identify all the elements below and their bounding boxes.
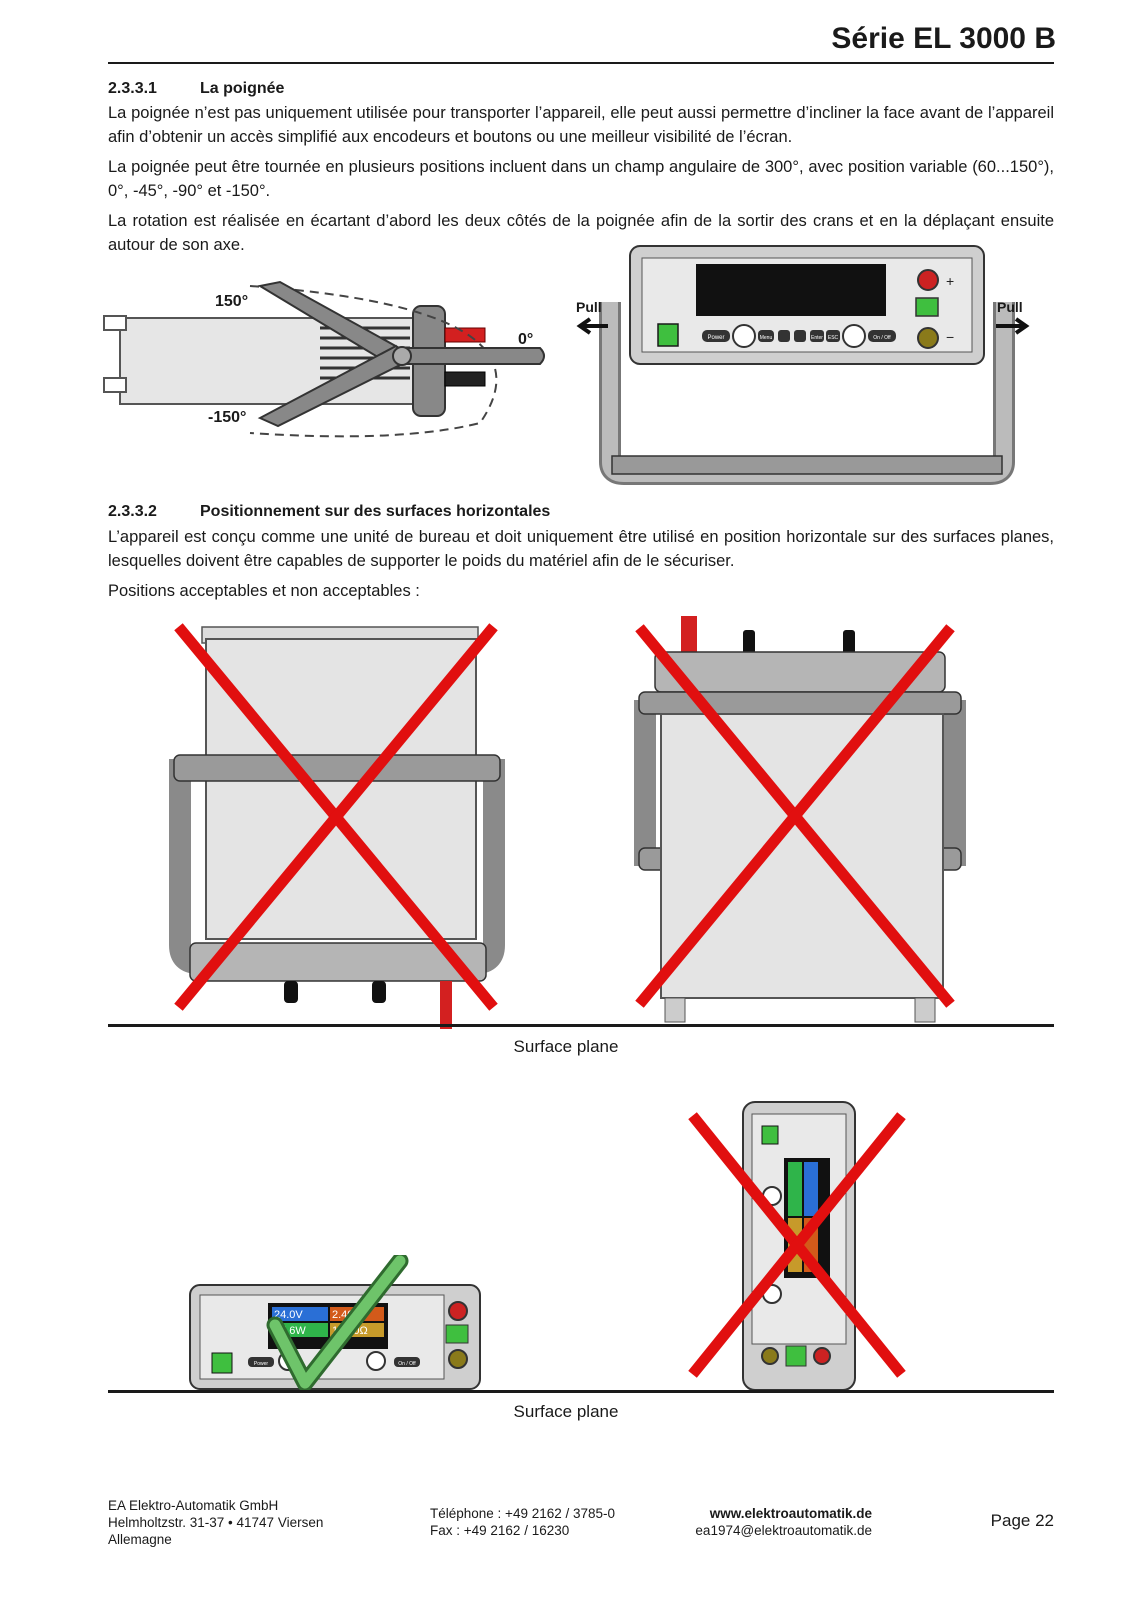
- svg-text:Enter: Enter: [811, 335, 823, 341]
- minus-terminal: [917, 327, 939, 349]
- svg-text:ESC: ESC: [828, 335, 839, 341]
- encoder-left: [732, 324, 756, 348]
- paragraph: Positions acceptables et non acceptables…: [108, 582, 420, 600]
- section-heading-handle: 2.3.3.1 La poignée: [108, 80, 284, 98]
- angle-label-minus-150: -150°: [208, 409, 246, 426]
- checkmark-icon: [269, 1255, 406, 1389]
- red-terminal: [444, 327, 486, 343]
- footer-company: EA Elektro-Automatik GmbH Helmholtzstr. …: [108, 1497, 323, 1548]
- svg-text:Menu: Menu: [760, 335, 773, 341]
- svg-text:+: +: [946, 273, 954, 289]
- svg-text:On / Off: On / Off: [398, 1361, 416, 1367]
- company-name: EA Elektro-Automatik GmbH: [108, 1498, 279, 1513]
- display-voltage: 24.0V: [274, 1309, 303, 1321]
- plus-terminal: [917, 269, 939, 291]
- power-switch: [657, 323, 679, 347]
- fax: Fax : +49 2162 / 16230: [430, 1523, 570, 1538]
- encoder-right: [842, 324, 866, 348]
- website-link[interactable]: www.elektroautomatik.de: [709, 1506, 872, 1521]
- arrow-left-icon: [576, 317, 608, 335]
- svg-text:−: −: [946, 329, 954, 345]
- cross-line: [174, 623, 498, 1011]
- email-link[interactable]: ea1974@elektroautomatik.de: [695, 1523, 872, 1538]
- svg-text:On / Off: On / Off: [873, 335, 891, 341]
- position-horizontal-correct: 24.0V 57.6W 2.40A 10.00Ω Power On / Off: [189, 1255, 481, 1392]
- paragraph: La rotation est réalisée en écartant d’a…: [108, 212, 1054, 254]
- pull-label-right: Pull: [997, 299, 1023, 315]
- section-number: 2.3.3.2: [108, 503, 157, 520]
- section-heading-positioning: 2.3.3.2 Positionnement sur des surfaces h…: [108, 503, 550, 521]
- angle-label-150: 150°: [215, 293, 248, 310]
- section-title: La poignée: [200, 80, 285, 97]
- surface-line: [108, 1390, 1054, 1393]
- surface-line: [108, 1024, 1054, 1027]
- paragraph: La poignée n’est pas uniquement utilisée…: [108, 104, 1054, 146]
- angle-label-0: 0°: [518, 331, 533, 348]
- caption-surface-2: Surface plane: [513, 1402, 619, 1421]
- paragraph: La poignée peut être tournée en plusieur…: [108, 158, 1054, 200]
- black-terminal: [444, 371, 486, 387]
- paragraph: L’appareil est conçu comme une unité de …: [108, 528, 1054, 570]
- section-number: 2.3.3.1: [108, 80, 157, 97]
- position-upside-down-wrong: [169, 623, 505, 1029]
- handle-rotation-diagram: 150° 0° -150°: [103, 280, 545, 438]
- page-number: Page 22: [990, 1511, 1054, 1530]
- cross-line: [688, 1112, 906, 1378]
- company-country: Allemagne: [108, 1532, 172, 1547]
- caption-surface-1: Surface plane: [513, 1037, 619, 1056]
- footer-web: www.elektroautomatik.de ea1974@elektroau…: [672, 1505, 872, 1539]
- cross-line: [635, 624, 955, 1008]
- svg-text:Power: Power: [254, 1361, 269, 1367]
- section-title: Positionnement sur des surfaces horizont…: [200, 503, 551, 520]
- display: [696, 264, 886, 316]
- svg-text:Power: Power: [707, 335, 724, 341]
- position-on-rear-wrong: [634, 616, 966, 1023]
- arrow-right-icon: [996, 317, 1030, 335]
- phone: Téléphone : +49 2162 / 3785-0: [430, 1506, 616, 1521]
- pull-label-left: Pull: [576, 299, 602, 315]
- handle-front-diagram: Power Menu Enter ESC On / Off + − Pull P…: [576, 245, 1030, 485]
- company-address: Helmholtzstr. 31-37 • 41747 Viersen: [108, 1515, 324, 1530]
- footer-contact: Téléphone : +49 2162 / 3785-0 Fax : +49 …: [430, 1505, 615, 1539]
- document-title: Série EL 3000 B: [831, 22, 1056, 55]
- position-on-side-wrong: [688, 1101, 906, 1391]
- header-rule: [108, 62, 1054, 64]
